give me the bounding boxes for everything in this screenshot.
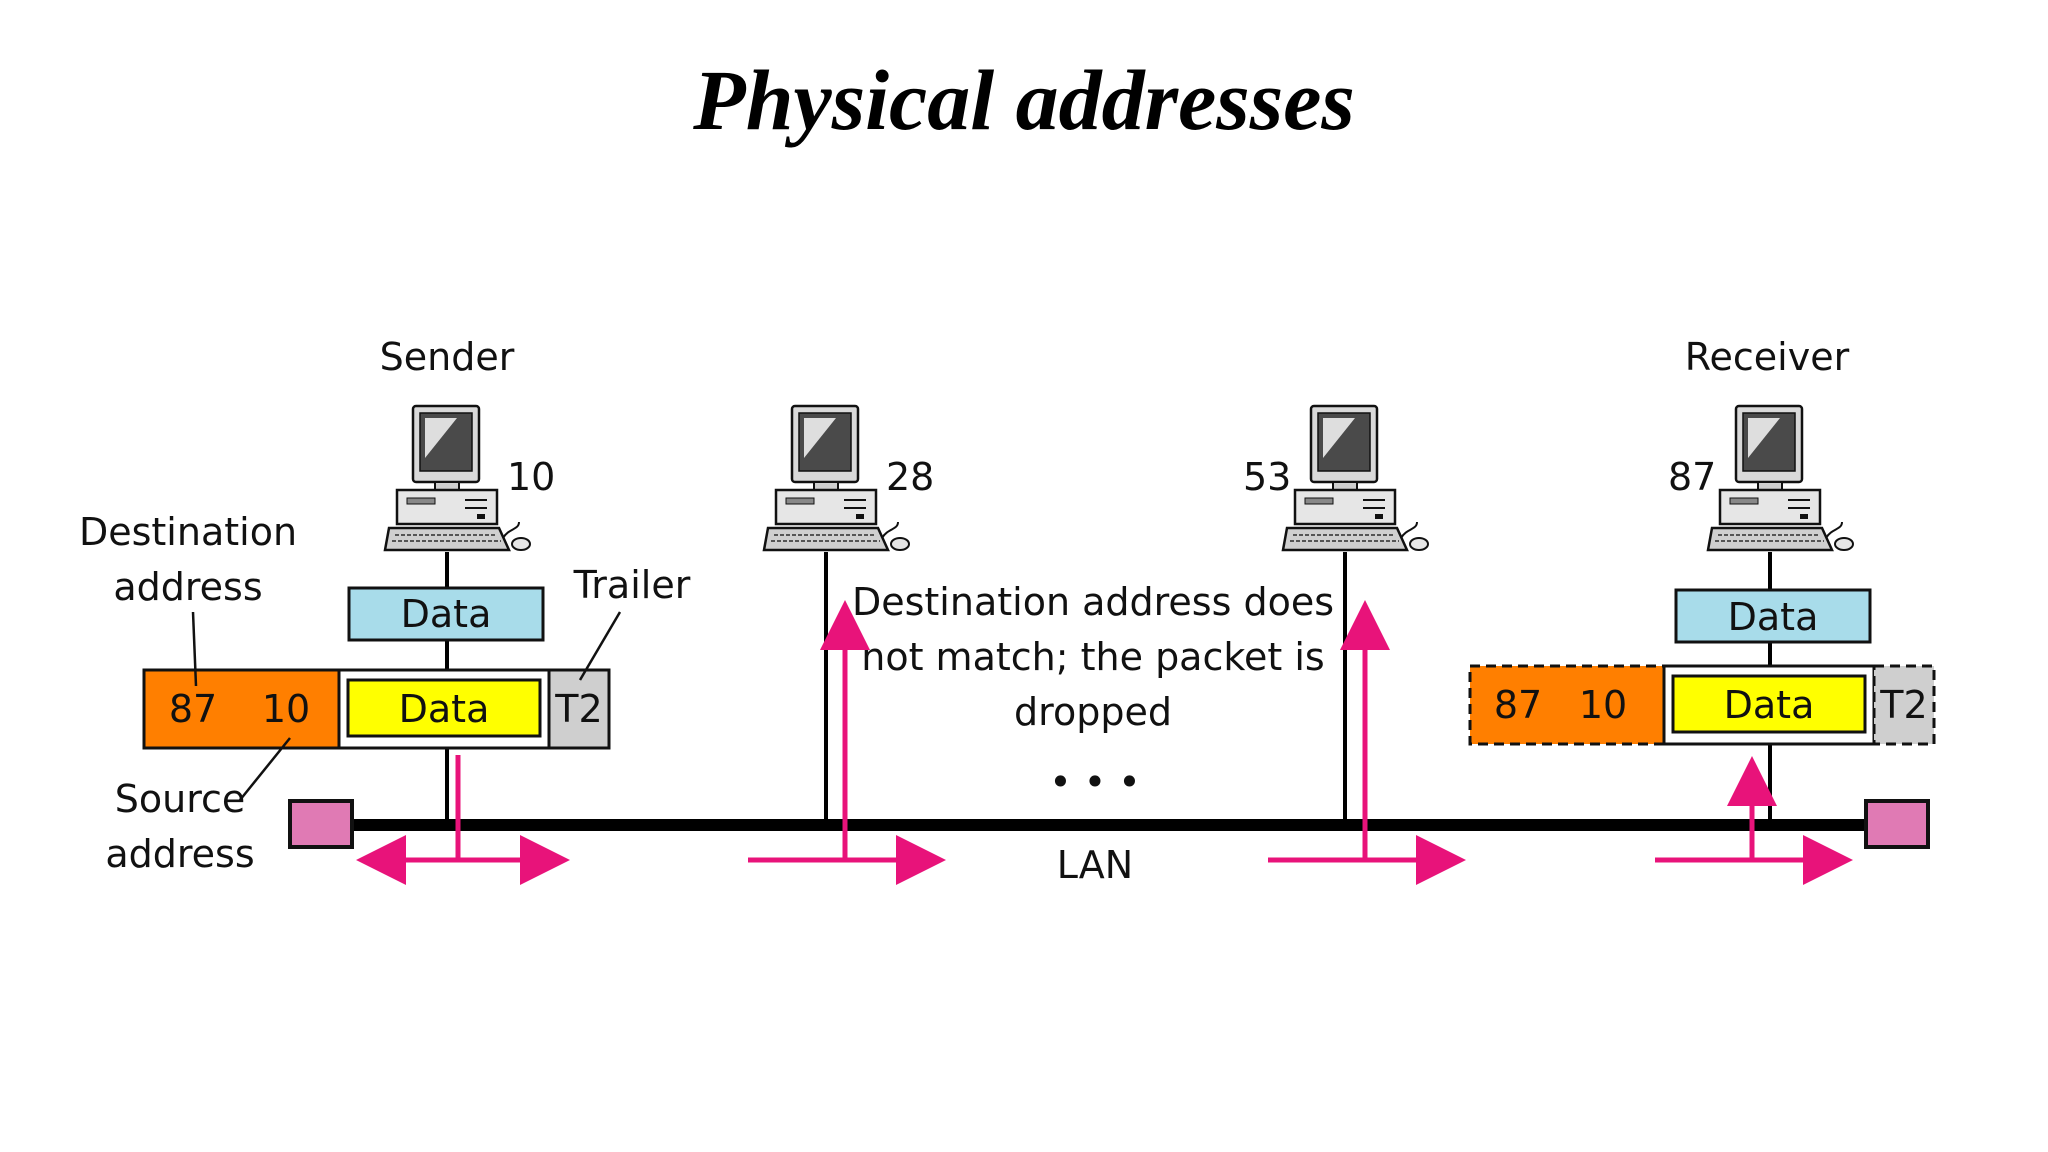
station-address-87: 87	[1668, 455, 1716, 499]
receiver-upper-data-box	[1674, 588, 1872, 644]
source-address-label-2: address	[105, 832, 254, 876]
station-address-10: 10	[507, 455, 555, 499]
receiver-trailer-label: T2	[1879, 683, 1927, 727]
drop-note-line-3: dropped	[1014, 690, 1172, 734]
drop-note-line-1: Destination address does	[852, 580, 1334, 624]
trailer-pointer	[578, 611, 622, 681]
sender-header-box	[142, 668, 341, 750]
destination-address-pointer	[191, 611, 198, 687]
sender-upper-data-label: Data	[401, 592, 492, 636]
computer-icon-receiver	[1706, 404, 1855, 552]
source-address-label-1: Source	[115, 777, 246, 821]
station-address-53: 53	[1243, 455, 1291, 499]
receiver-data-box	[1671, 674, 1867, 734]
station-address-28: 28	[886, 455, 934, 499]
sender-trailer-label: T2	[554, 687, 602, 731]
sender-src-address: 10	[262, 687, 310, 731]
lan-label: LAN	[1057, 843, 1133, 887]
sender-label: Sender	[380, 335, 515, 379]
terminator-left	[288, 799, 354, 849]
receiver-label: Receiver	[1685, 335, 1850, 379]
destination-address-label-1: Destination	[79, 510, 297, 554]
ellipsis: • • •	[1049, 760, 1140, 804]
sender-trailer-box	[547, 668, 611, 750]
destination-address-label-2: address	[113, 565, 262, 609]
receiver-data-label: Data	[1724, 683, 1815, 727]
source-address-pointer	[239, 737, 291, 801]
drop-note-line-2: not match; the packet is	[861, 635, 1324, 679]
computer-icon-53	[1281, 404, 1430, 552]
receiver-trailer-box	[1872, 664, 1936, 746]
terminator-right	[1864, 799, 1930, 849]
sender-data-label: Data	[399, 687, 490, 731]
sender-data-box	[346, 678, 542, 738]
sender-dest-address: 87	[169, 687, 217, 731]
receiver-dest-address: 87	[1494, 683, 1542, 727]
sender-upper-data-box	[347, 586, 545, 642]
page-title: Physical addresses	[693, 52, 1355, 148]
receiver-src-address: 10	[1579, 683, 1627, 727]
trailer-label: Trailer	[573, 563, 691, 607]
receiver-upper-data-label: Data	[1728, 595, 1819, 639]
receiver-header-box	[1468, 664, 1666, 746]
